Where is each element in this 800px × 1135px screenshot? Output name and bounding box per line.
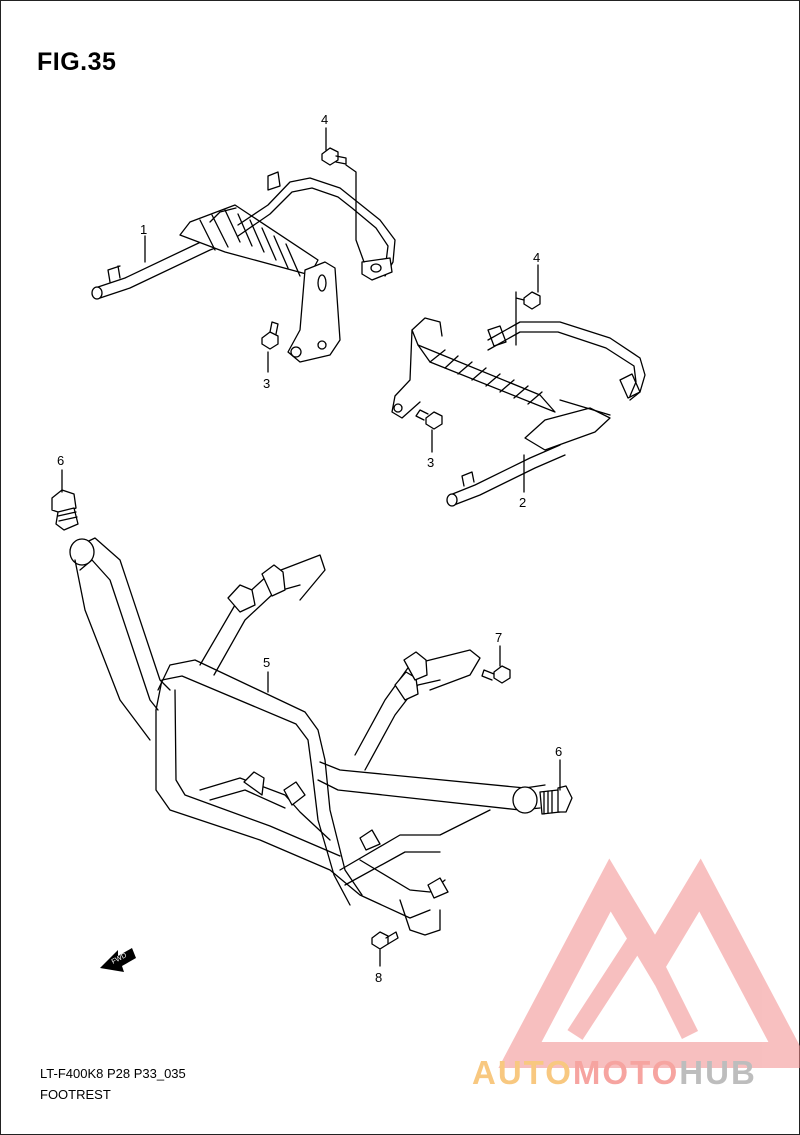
callout-2: 2 — [519, 495, 526, 510]
callout-3-left: 3 — [263, 376, 270, 391]
callout-6-right: 6 — [555, 744, 562, 759]
callout-7: 7 — [495, 630, 502, 645]
callout-6-left: 6 — [57, 453, 64, 468]
watermark-logo-icon — [498, 858, 800, 1068]
leader-lines — [61, 127, 561, 967]
callout-4-right: 4 — [533, 250, 540, 265]
figure-title: FIG.35 — [37, 48, 117, 76]
watermark-text: AUTOMOTOHUB — [472, 1054, 757, 1092]
bolt-8-icon — [371, 931, 399, 950]
grommet-6-right-icon — [539, 785, 573, 815]
watermark-hub: HUB — [679, 1054, 757, 1091]
bolt-3-right-icon — [415, 409, 443, 430]
callout-5: 5 — [263, 655, 270, 670]
diagram-caption: FOOTREST — [40, 1087, 111, 1102]
bolt-4-top-icon — [321, 147, 365, 263]
callout-1: 1 — [140, 222, 147, 237]
watermark-moto: MOTO — [572, 1054, 680, 1091]
callout-8: 8 — [375, 970, 382, 985]
callout-4-top: 4 — [321, 112, 328, 127]
front-frame-part — [69, 537, 546, 936]
grommet-6-left-icon — [51, 489, 79, 531]
footrest-right-part — [391, 317, 646, 507]
bolt-7-icon — [481, 665, 511, 684]
bolt-4-right-icon — [515, 291, 541, 346]
diagram-code: LT-F400K8 P28 P33_035 — [40, 1066, 186, 1081]
footrest-left-part — [91, 171, 396, 363]
callout-3-right: 3 — [427, 455, 434, 470]
watermark-auto: AUTO — [472, 1054, 573, 1091]
fwd-arrow-icon: FWD — [100, 948, 136, 972]
bolt-3-left-icon — [261, 321, 279, 350]
